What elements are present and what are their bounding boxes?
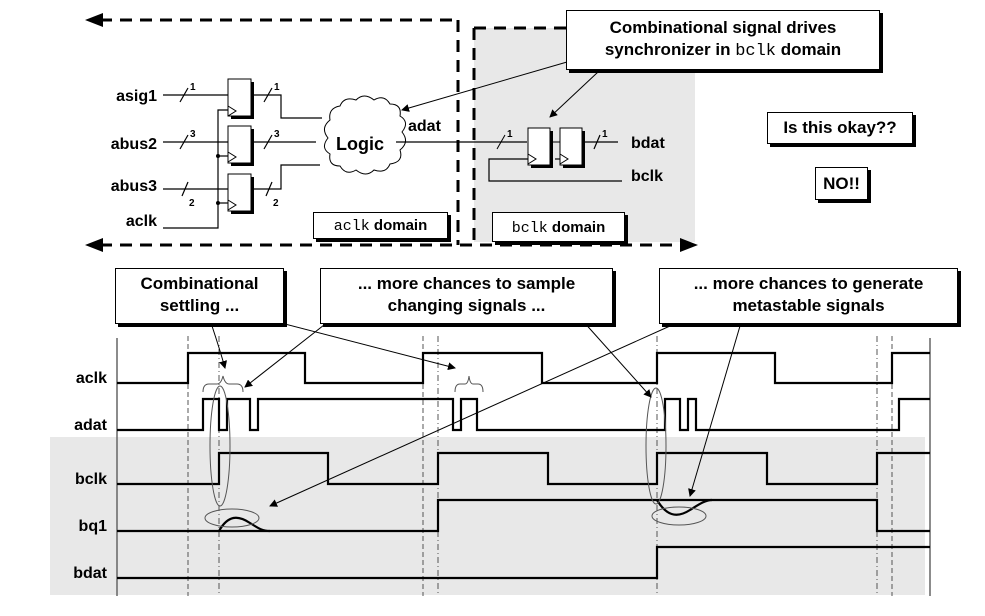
svg-text:3: 3 (190, 129, 196, 140)
svg-text:2: 2 (273, 198, 279, 209)
waveform-aclk (117, 351, 930, 385)
left-arrow-top-icon (85, 13, 103, 27)
domain-boundaries (100, 18, 685, 247)
label-adat: adat (408, 118, 442, 135)
domain-label-aclk: aclk domain (313, 212, 448, 239)
callout-pointers (401, 61, 599, 118)
callout-answer: NO!! (815, 167, 868, 200)
bus-widths: 1 3 2 1 3 2 (189, 82, 280, 209)
waveform-bdat (117, 545, 930, 580)
annotation-ellipses (202, 375, 707, 528)
bclk-waveform-region (50, 437, 925, 595)
svg-text:aclk: aclk (76, 370, 107, 387)
label-aclk: aclk (126, 213, 157, 230)
label-abus3: abus3 (111, 178, 157, 195)
label-asig1: asig1 (116, 88, 157, 105)
svg-text:bclk: bclk (75, 471, 107, 488)
callout-combinational-drives: Combinational signal drives synchronizer… (566, 10, 880, 70)
waveform-adat (117, 397, 930, 432)
bq1-metastable-bump-2 (656, 498, 713, 516)
domain-label-bclk: bclk domain (492, 212, 625, 242)
label-abus2: abus2 (111, 136, 157, 153)
aclk-flip-flops (227, 78, 254, 214)
label-bdat: bdat (631, 135, 665, 152)
left-arrow-bottom-icon (85, 238, 103, 252)
label-bclk: bclk (631, 168, 663, 185)
synchronizer-flip-flops (527, 127, 585, 168)
svg-text:2: 2 (189, 198, 195, 209)
waveforms (117, 351, 930, 580)
input-wires (163, 87, 273, 229)
waveform-pointers (211, 314, 741, 507)
svg-text:1: 1 (602, 129, 608, 140)
waveform-bclk (117, 451, 930, 486)
logic-input-wires (254, 94, 322, 190)
callout-question: Is this okay?? (767, 112, 913, 144)
bq1-metastable-bump-1 (218, 516, 271, 533)
svg-text:bq1: bq1 (79, 518, 108, 535)
logic-label: Logic (336, 134, 384, 154)
svg-text:3: 3 (274, 129, 280, 140)
input-labels: asig1 abus2 abus3 aclk (111, 88, 157, 230)
svg-text:1: 1 (190, 82, 196, 93)
svg-text:adat: adat (74, 417, 108, 434)
right-arrow-bottom-icon (680, 238, 698, 252)
svg-text:1: 1 (274, 82, 280, 93)
waveform-labels: aclk adat bclk bq1 bdat (73, 370, 107, 582)
svg-text:bdat: bdat (73, 565, 107, 582)
logic-cloud (324, 95, 406, 175)
svg-text:1: 1 (507, 129, 513, 140)
